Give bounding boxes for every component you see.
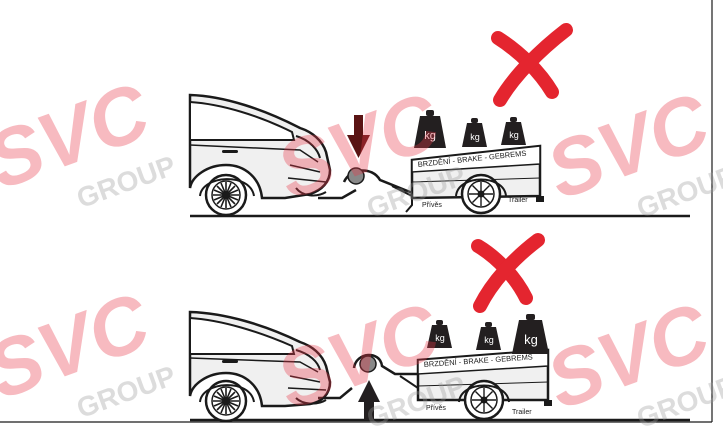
cross-icon: [498, 30, 566, 100]
weight-medium: kg: [476, 322, 501, 350]
weight-small: kg: [501, 117, 526, 145]
trailer-label-right: Trailer: [508, 197, 528, 204]
svg-text:kg: kg: [509, 130, 519, 140]
weight-medium: kg: [462, 118, 487, 147]
trailer-label-right: Trailer: [512, 409, 532, 416]
watermark: SVC GROUP: [0, 63, 180, 238]
watermark-layer: SVC GROUP SVC GROUP SVC GROUP SVC GROUP …: [0, 63, 723, 443]
watermark: SVC GROUP: [265, 73, 469, 248]
watermark: SVC GROUP: [0, 273, 180, 443]
svg-text:kg: kg: [484, 335, 494, 345]
cross-icon: [478, 240, 538, 306]
svg-text:kg: kg: [470, 132, 480, 142]
watermark: SVC GROUP: [535, 73, 723, 248]
